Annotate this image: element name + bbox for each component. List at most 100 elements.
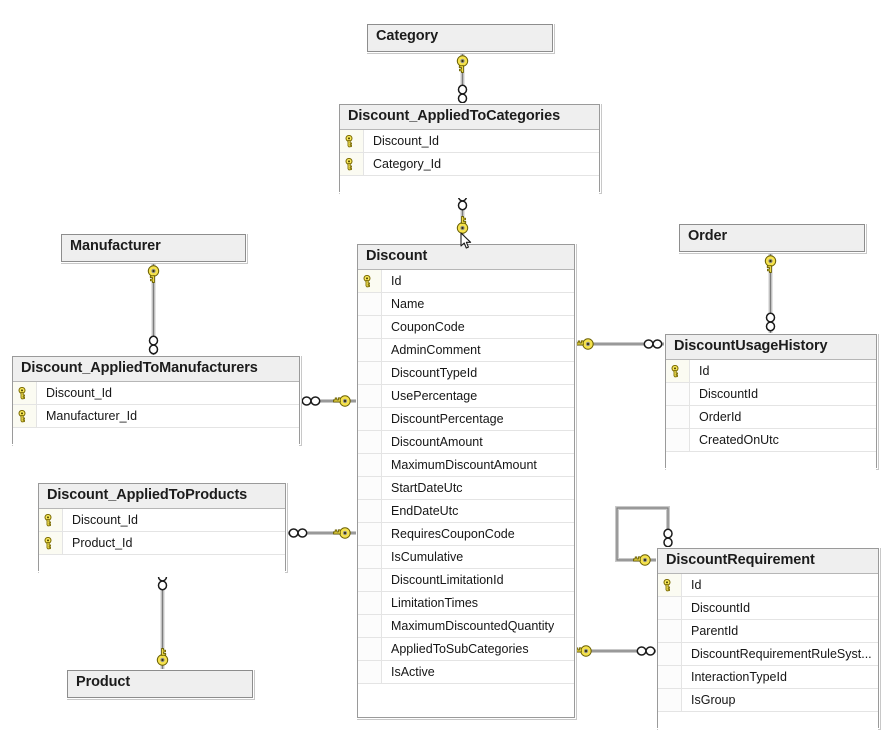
column-key-gutter xyxy=(340,130,364,152)
column-name: StartDateUtc xyxy=(391,481,463,495)
column-gutter xyxy=(358,454,382,476)
relationship-discount-to-discount-applied-to-manufacturers xyxy=(300,395,357,407)
column-row[interactable]: IsCumulative xyxy=(358,546,574,569)
column-row[interactable]: CreatedOnUtc xyxy=(666,429,876,452)
table-header-discount[interactable]: Discount xyxy=(358,245,574,270)
column-row[interactable]: Id xyxy=(666,360,876,383)
column-name: CouponCode xyxy=(391,320,465,334)
primary-key-icon xyxy=(18,386,26,399)
column-name: RequiresCouponCode xyxy=(391,527,515,541)
column-name: DiscountRequirementRuleSyst... xyxy=(691,647,872,661)
column-name: Name xyxy=(391,297,425,311)
column-name: Discount_Id xyxy=(373,134,440,148)
column-row[interactable]: IsGroup xyxy=(658,689,878,712)
column-row[interactable]: AppliedToSubCategories xyxy=(358,638,574,661)
column-name: Discount_Id xyxy=(72,513,139,527)
table-manufacturer[interactable]: Manufacturer xyxy=(61,234,246,262)
column-name: Category_Id xyxy=(373,157,442,171)
primary-key-icon xyxy=(18,409,26,422)
table-header-order[interactable]: Order xyxy=(680,225,864,249)
column-key-gutter xyxy=(658,574,682,596)
column-row[interactable]: Discount_Id xyxy=(13,382,299,405)
column-row[interactable]: Category_Id xyxy=(340,153,599,176)
column-row[interactable]: DiscountPercentage xyxy=(358,408,574,431)
column-key-gutter xyxy=(39,509,63,531)
column-row[interactable]: Id xyxy=(358,270,574,293)
primary-key-icon xyxy=(345,157,353,170)
table-category[interactable]: Category xyxy=(367,24,553,52)
column-name: OrderId xyxy=(699,410,742,424)
column-row[interactable]: Manufacturer_Id xyxy=(13,405,299,428)
primary-key-icon xyxy=(345,134,353,147)
column-row[interactable]: Discount_Id xyxy=(340,130,599,153)
column-row[interactable]: CouponCode xyxy=(358,316,574,339)
column-gutter xyxy=(358,408,382,430)
column-gutter xyxy=(658,689,682,711)
table-header-discount_applied_to_products[interactable]: Discount_AppliedToProducts xyxy=(39,484,285,509)
table-empty-area xyxy=(666,452,876,474)
column-gutter xyxy=(358,615,382,637)
column-row[interactable]: DiscountRequirementRuleSyst... xyxy=(658,643,878,666)
column-name: InteractionTypeId xyxy=(691,670,787,684)
column-row[interactable]: DiscountTypeId xyxy=(358,362,574,385)
relationship-category-to-discount-applied-to-categories xyxy=(456,52,469,104)
column-row[interactable]: RequiresCouponCode xyxy=(358,523,574,546)
relationship-order-to-discount-usage-history xyxy=(764,252,777,334)
table-header-manufacturer[interactable]: Manufacturer xyxy=(62,235,245,259)
table-header-discount_usage_history[interactable]: DiscountUsageHistory xyxy=(666,335,876,360)
column-name: LimitationTimes xyxy=(391,596,479,610)
primary-key-icon xyxy=(44,536,52,549)
column-row[interactable]: Id xyxy=(658,574,878,597)
column-row[interactable]: LimitationTimes xyxy=(358,592,574,615)
table-header-discount_applied_to_categories[interactable]: Discount_AppliedToCategories xyxy=(340,105,599,130)
column-row[interactable]: DiscountLimitationId xyxy=(358,569,574,592)
primary-key-icon xyxy=(663,578,671,591)
table-header-product[interactable]: Product xyxy=(68,671,252,695)
column-row[interactable]: MaximumDiscountAmount xyxy=(358,454,574,477)
column-name: DiscountTypeId xyxy=(391,366,478,380)
column-name: IsGroup xyxy=(691,693,736,707)
table-header-discount_requirement[interactable]: DiscountRequirement xyxy=(658,549,878,574)
column-row[interactable]: IsActive xyxy=(358,661,574,684)
column-row[interactable]: EndDateUtc xyxy=(358,500,574,523)
column-row[interactable]: UsePercentage xyxy=(358,385,574,408)
column-gutter xyxy=(358,431,382,453)
table-product[interactable]: Product xyxy=(67,670,253,698)
column-name: Id xyxy=(691,578,702,592)
column-gutter xyxy=(658,620,682,642)
primary-key-icon xyxy=(671,364,679,377)
table-header-category[interactable]: Category xyxy=(368,25,552,49)
column-row[interactable]: DiscountId xyxy=(666,383,876,406)
column-name: AppliedToSubCategories xyxy=(391,642,529,656)
column-row[interactable]: Product_Id xyxy=(39,532,285,555)
table-empty-area xyxy=(658,712,878,734)
column-gutter xyxy=(358,638,382,660)
column-row[interactable]: DiscountId xyxy=(658,597,878,620)
column-row[interactable]: Name xyxy=(358,293,574,316)
column-row[interactable]: AdminComment xyxy=(358,339,574,362)
column-row[interactable]: MaximumDiscountedQuantity xyxy=(358,615,574,638)
column-row[interactable]: ParentId xyxy=(658,620,878,643)
column-row[interactable]: Discount_Id xyxy=(39,509,285,532)
column-row[interactable]: StartDateUtc xyxy=(358,477,574,500)
table-order[interactable]: Order xyxy=(679,224,865,252)
table-header-discount_applied_to_manufacturers[interactable]: Discount_AppliedToManufacturers xyxy=(13,357,299,382)
column-name: ParentId xyxy=(691,624,739,638)
relationship-discount-to-discount-usage-history xyxy=(575,338,665,350)
table-empty-area xyxy=(13,428,299,450)
column-row[interactable]: OrderId xyxy=(666,406,876,429)
column-row[interactable]: InteractionTypeId xyxy=(658,666,878,689)
column-name: CreatedOnUtc xyxy=(699,433,779,447)
column-row[interactable]: DiscountAmount xyxy=(358,431,574,454)
